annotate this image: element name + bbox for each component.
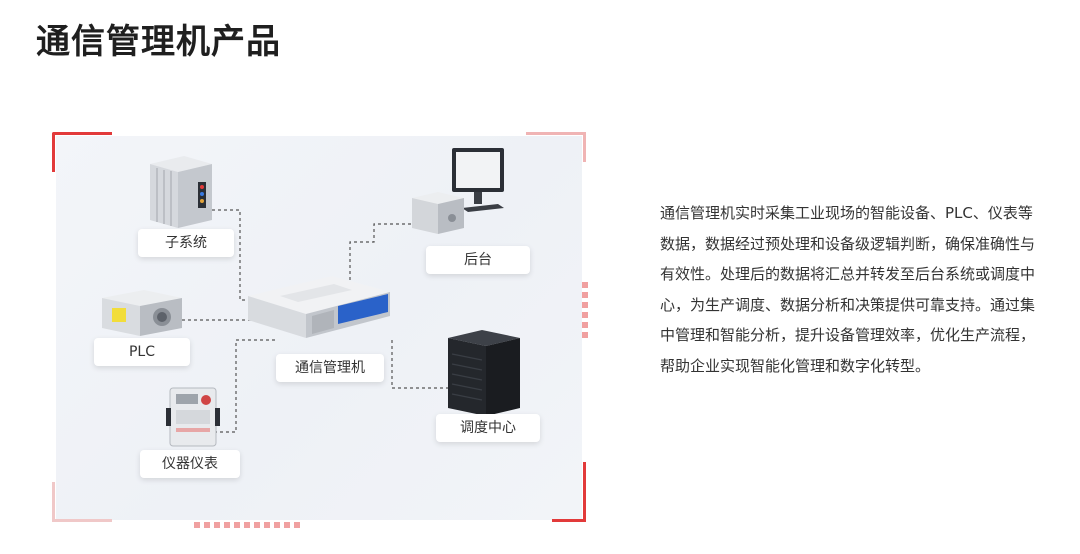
frame-corner — [52, 482, 112, 522]
node-label-instrument: 仪器仪表 — [140, 450, 240, 478]
node-label-backend: 后台 — [426, 246, 530, 274]
node-label-gateway: 通信管理机 — [276, 354, 384, 382]
node-label-subsystem: 子系统 — [138, 229, 234, 257]
meter-icon — [166, 387, 220, 447]
frame-decoration — [194, 522, 304, 528]
node-label-plc: PLC — [94, 338, 190, 366]
connector-dispatch — [391, 340, 448, 389]
connector-backend — [349, 223, 422, 280]
product-description: 通信管理机实时采集工业现场的智能设备、PLC、仪表等数据，数据经过预处理和设备级… — [660, 204, 1036, 375]
server-cabinet-icon — [150, 156, 212, 228]
frame-decoration — [582, 282, 588, 342]
network-diagram: 子系统 PLC 仪器仪表 通信管理机 后台 调度中心 — [44, 132, 588, 528]
plc-module-icon — [102, 290, 182, 336]
gateway-device-icon — [248, 276, 390, 338]
server-rack-icon — [448, 330, 520, 416]
page-title: 通信管理机产品 — [36, 22, 281, 62]
frame-corner — [52, 132, 112, 172]
node-label-dispatch: 调度中心 — [436, 414, 540, 442]
connector-instrument — [214, 339, 276, 433]
desktop-computer-icon — [412, 148, 504, 234]
frame-corner — [526, 132, 586, 162]
frame-corner — [552, 462, 586, 522]
connector-subsystem — [212, 209, 254, 301]
connector-lines — [176, 209, 448, 433]
